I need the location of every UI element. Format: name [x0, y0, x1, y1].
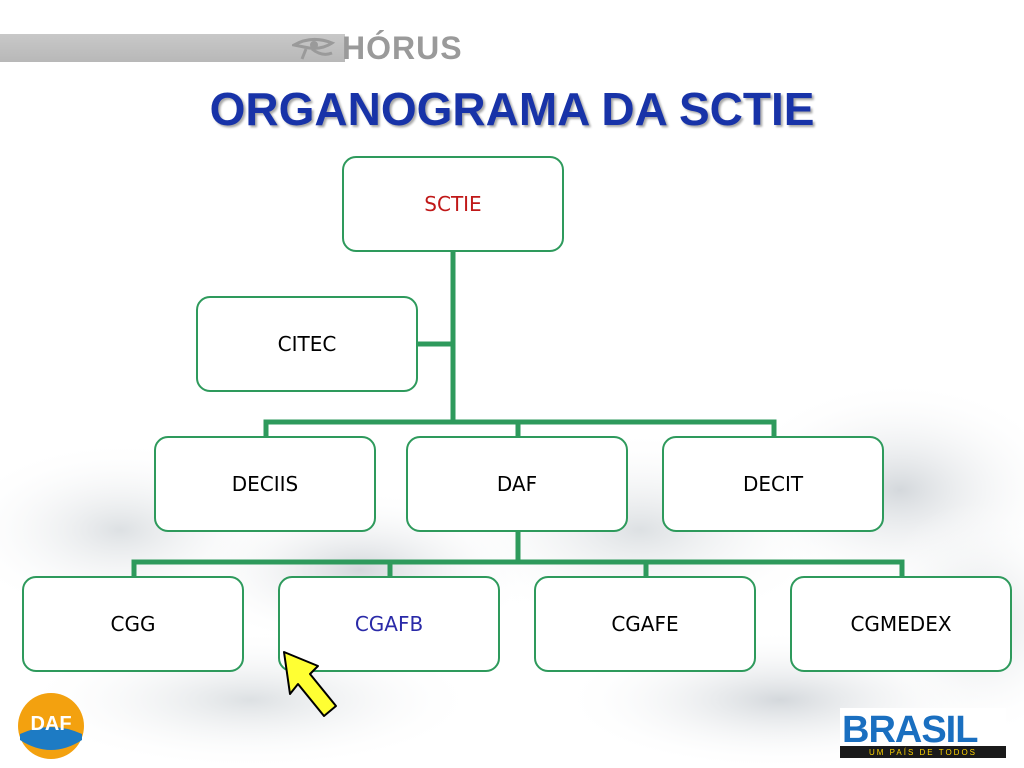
node-daf: DAF — [406, 436, 628, 532]
brasil-logo-wordmark: BRASIL — [842, 709, 978, 751]
eye-of-horus-icon — [292, 38, 336, 60]
node-cgmedex: CGMEDEX — [790, 576, 1012, 672]
horus-brand: HÓRUS — [292, 30, 463, 66]
node-cgg: CGG — [22, 576, 244, 672]
page-title: ORGANOGRAMA DA SCTIE — [209, 83, 815, 135]
node-sctie: SCTIE — [342, 156, 564, 252]
header-bar — [0, 34, 345, 62]
pointer-arrow-icon — [283, 651, 337, 717]
brasil-logo: BRASIL UM PAÍS DE TODOS — [840, 708, 1006, 758]
daf-logo: DAF — [18, 693, 84, 759]
node-deciis: DECIIS — [154, 436, 376, 532]
node-cgafb: CGAFB — [278, 576, 500, 672]
brand-name: HÓRUS — [342, 29, 463, 66]
node-cgafe: CGAFE — [534, 576, 756, 672]
node-citec: CITEC — [196, 296, 418, 392]
brasil-tagline: UM PAÍS DE TODOS — [869, 748, 977, 757]
daf-logo-text: DAF — [30, 713, 71, 735]
node-decit: DECIT — [662, 436, 884, 532]
